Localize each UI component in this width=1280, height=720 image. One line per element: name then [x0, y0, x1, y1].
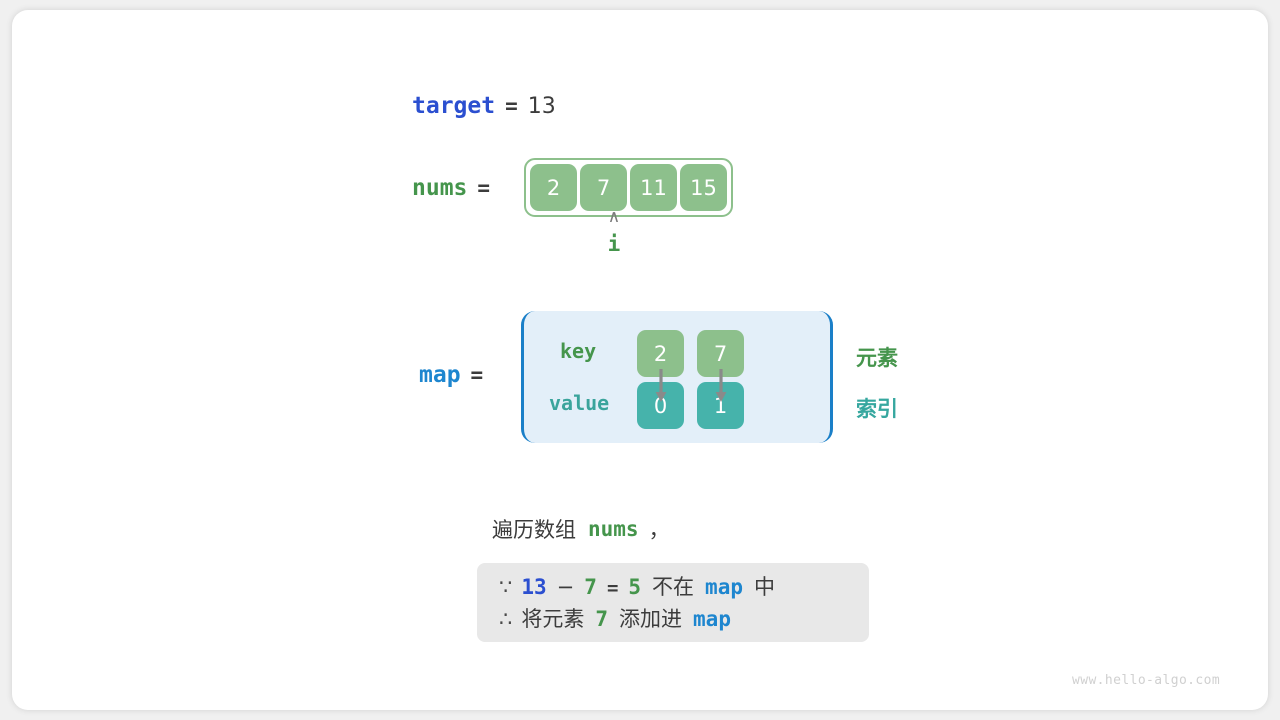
- array-cell: 15: [680, 164, 728, 211]
- map-key-row-label: key: [560, 339, 597, 363]
- caption-variable: nums: [588, 517, 639, 541]
- callout-target-number: 13: [521, 575, 547, 599]
- target-variable-label: target: [412, 93, 496, 119]
- map-panel: key value 2 7 0 1: [521, 311, 833, 443]
- array-cell: 11: [630, 164, 678, 211]
- callout-minus-sign: −: [556, 575, 575, 599]
- caption-suffix: ，: [648, 518, 670, 542]
- therefore-symbol: ∴: [499, 607, 513, 631]
- map-value-side-label: 索引: [856, 397, 898, 421]
- map-grid: key value 2 7 0 1: [524, 311, 830, 443]
- callout-line-1: ∵ 13 − 7 = 5 不在 map 中: [499, 572, 847, 604]
- callout-text-not-in: 不在: [652, 575, 695, 599]
- callout-current-number: 7: [584, 575, 597, 599]
- map-key-side-label: 元素: [856, 346, 898, 370]
- target-equals-sign: =: [505, 94, 518, 118]
- caption-line: 遍历数组 nums ，: [492, 514, 670, 544]
- nums-array: 2 7 11 15: [524, 158, 734, 217]
- map-variable-label: map: [419, 362, 461, 388]
- callout-line-2: ∴ 将元素 7 添加进 map: [499, 604, 847, 635]
- array-cell: 2: [530, 164, 578, 211]
- because-symbol: ∵: [499, 575, 513, 599]
- map-value-row-label: value: [549, 391, 610, 415]
- callout-text-add-element: 将元素: [521, 607, 585, 631]
- nums-equals-sign: =: [477, 175, 491, 200]
- callout-text-into: 添加进: [619, 607, 683, 631]
- callout-text-zhong: 中: [753, 575, 775, 599]
- array-cell: 7: [580, 164, 628, 211]
- callout-equals-sign: =: [606, 577, 619, 599]
- callout-complement-number: 5: [628, 575, 642, 599]
- callout-map-variable: map: [705, 575, 743, 599]
- callout-map-variable: map: [693, 607, 731, 631]
- map-equals-sign: =: [470, 363, 484, 387]
- pointer-caret-icon: ∧: [607, 207, 621, 227]
- callout-added-number: 7: [595, 607, 609, 631]
- nums-variable-label: nums: [412, 174, 468, 201]
- map-label-row: map =: [419, 362, 493, 388]
- key-to-value-arrow-icon: [655, 369, 667, 402]
- caption-prefix: 遍历数组: [492, 518, 576, 542]
- site-watermark: www.hello-algo.com: [1072, 673, 1221, 688]
- explanation-callout: ∵ 13 − 7 = 5 不在 map 中 ∴ 将元素 7 添加进 map: [477, 563, 869, 642]
- target-row: target = 13: [412, 93, 556, 119]
- nums-row: nums = 2 7 11 15: [412, 158, 734, 217]
- key-to-value-arrow-icon: [715, 369, 727, 402]
- pointer-index-label: i: [607, 232, 621, 256]
- target-value: 13: [527, 93, 556, 119]
